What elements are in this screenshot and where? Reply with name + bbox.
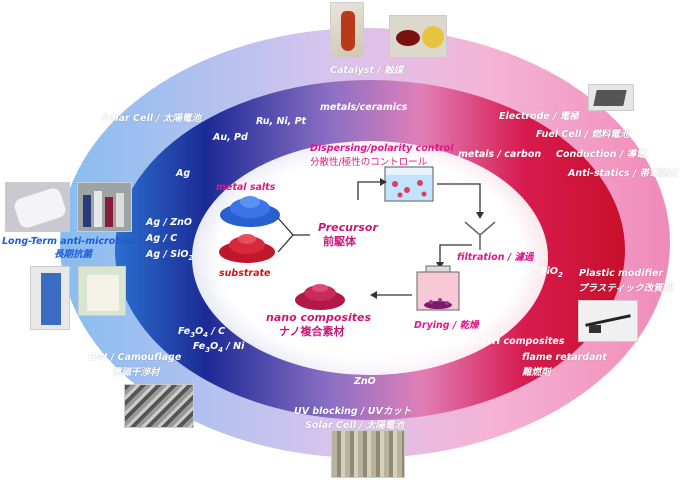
flame-retardant-jp-label: 難燃剤: [522, 367, 551, 378]
catalyst-vase-photo: [330, 2, 364, 58]
solar-cell-label-left: Solar Cell / 太陽電池: [102, 113, 202, 124]
nano-composites-pile-icon: [295, 284, 345, 310]
fe3o4-c-label: Fe3O4 / C: [178, 326, 226, 339]
filter-cartridge-photo: [30, 266, 70, 330]
uv-fabric-photo: [331, 430, 405, 478]
arrow-to-beaker: [357, 181, 380, 200]
fuel-cell-label: Fuel Cell / 燃料電池: [536, 129, 630, 140]
substrate-label: substrate: [219, 268, 271, 279]
metals-ceramics-label: metals/ceramics: [320, 102, 408, 113]
mdh-ath-label: MDH / ATH composites: [444, 336, 565, 347]
arrow-to-filter: [437, 183, 481, 212]
plastic-cable-photo: [578, 300, 638, 342]
ag-sio2-label: Ag / SiO2: [146, 249, 194, 262]
catalyst-label: Catalyst / 触媒: [330, 65, 404, 76]
ag-label: Ag: [176, 168, 191, 179]
drying-label: Drying / 乾燥: [414, 320, 479, 331]
bucket-photo: [78, 266, 126, 316]
arrow-to-dryer: [439, 244, 472, 262]
antimicrobial-label: Long-Term anti-microbial: [2, 236, 135, 247]
precursor-label: Precursor: [318, 221, 378, 234]
metal-salts-pile-icon: [220, 196, 280, 227]
emi-label: EMI / Camouflage: [88, 352, 182, 363]
fiber-spool-photo: [5, 182, 70, 232]
plastic-modifier-jp-label: プラスティック改質剤: [578, 283, 673, 294]
zno-bottom-label: ZnO: [354, 376, 376, 387]
au-pd-label: Au, Pd: [213, 132, 248, 143]
funnel-icon: [464, 221, 496, 250]
electrode-chip-photo: [588, 84, 634, 111]
dryer-icon: [416, 265, 460, 311]
dispersing-label: Dispersing/polarity control: [310, 143, 454, 154]
uv-blocking-label: UV blocking / UVカット: [294, 406, 412, 417]
metals-carbon-label: metals / carbon: [458, 149, 542, 160]
ag-c-label: Ag / C: [146, 233, 178, 244]
flame-retardant-label: flame retardant: [522, 352, 607, 363]
conduction-label: Conduction / 導電: [556, 149, 646, 160]
nano-composites-jp-label: ナノ複合素材: [279, 325, 345, 338]
electrode-label: Electrode / 電極: [499, 111, 579, 122]
antimicrobial-jp-label: 長期抗菌: [54, 249, 93, 260]
filtration-label: filtration / 濾過: [457, 252, 534, 263]
fe3o4-ni-label: Fe3O4 / Ni: [193, 341, 245, 354]
inner-core: [192, 141, 548, 375]
metal-salts-label: metal salts: [216, 182, 276, 193]
ru-ni-pt-label: Ru, Ni, Pt: [256, 116, 307, 127]
zno-sio2-label: ZnO / SiO2: [508, 266, 563, 279]
nano-composites-label: nano composites: [266, 311, 372, 324]
solar-cell-label-bottom: Solar Cell / 太陽電池: [305, 420, 405, 431]
catalyst-device-photo: [389, 15, 447, 58]
antimicrobial-bottles-photo: [77, 182, 132, 232]
ag-zno-label: Ag / ZnO: [146, 217, 192, 228]
dispersing-jp-label: 分散性/極性のコントロール: [310, 157, 428, 168]
camouflage-fabric-photo: [124, 384, 194, 428]
plastic-modifier-label: Plastic modifier: [579, 268, 664, 279]
emi-jp-label: 電磁干渉材: [112, 367, 160, 378]
precursor-jp-label: 前駆体: [323, 235, 356, 248]
antistatics-label: Anti-statics / 帯電防止: [568, 168, 678, 179]
substrate-pile-icon: [219, 234, 275, 263]
beaker-icon: [384, 166, 434, 202]
